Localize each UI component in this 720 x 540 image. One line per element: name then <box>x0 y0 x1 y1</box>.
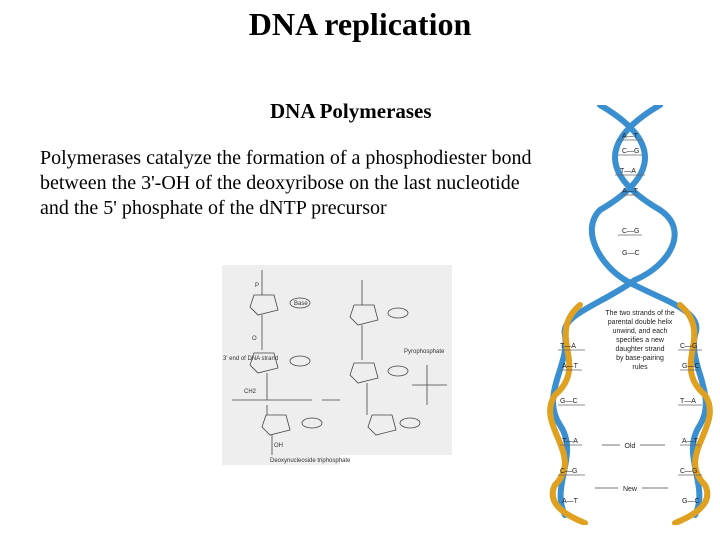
body-line: between the 3'-OH of the deoxyribose on … <box>40 172 520 194</box>
caption-line: parental double helix <box>608 319 673 326</box>
caption-line: daughter strand <box>615 346 664 353</box>
body-line: and the 5' phosphate of the dNTP precurs… <box>40 197 387 219</box>
base-pair-label: T—A <box>680 398 696 405</box>
chem-label: 3' end of DNA strand <box>223 356 278 362</box>
base-pair-label: C—G <box>622 228 640 235</box>
section-subtitle: DNA Polymerases <box>270 99 432 123</box>
body-line: Polymerases catalyze the formation of a … <box>40 147 532 169</box>
phosphodiester-reaction-figure: P O CH2 Base OH 3' end of DNA strand Pyr… <box>222 265 452 465</box>
base-pair-label: A—T <box>622 133 639 140</box>
new-strand-label: New <box>623 486 638 493</box>
base-pair-label: G—C <box>682 363 700 370</box>
base-pair-label: T—A <box>562 438 578 445</box>
caption-line: The two strands of the <box>605 310 674 317</box>
chem-label: P <box>255 283 259 289</box>
base-pair-label: T—A <box>560 343 576 350</box>
caption-line: unwind, and each <box>613 328 668 335</box>
base-pair-label: G—C <box>682 498 700 505</box>
page-title: DNA replication <box>248 6 472 42</box>
base-pair-label: C—G <box>680 343 698 350</box>
base-pair-label: A—T <box>622 188 639 195</box>
base-pair-label: A—T <box>562 498 579 505</box>
base-pair-label: G—C <box>560 398 578 405</box>
dna-helix-figure: A—T C—G T—A A—T C—G G—C T—A A—T G—C T—A … <box>540 102 720 526</box>
old-strand-label: Old <box>625 443 636 450</box>
base-pair-label: T—A <box>620 168 636 175</box>
helix-diagram: A—T C—G T—A A—T C—G G—C T—A A—T G—C T—A … <box>547 102 713 526</box>
chem-label: Deoxynucleoside triphosphate <box>270 458 351 464</box>
caption-line: by base-pairing <box>616 355 664 362</box>
base-pair-label: C—G <box>560 468 578 475</box>
chem-label: OH <box>274 443 283 449</box>
base-pair-label: C—G <box>622 148 640 155</box>
chem-label: Pyrophosphate <box>404 349 445 355</box>
chem-label: O <box>252 336 257 342</box>
reaction-diagram: P O CH2 Base OH 3' end of DNA strand Pyr… <box>222 265 452 465</box>
caption-line: rules <box>632 364 648 371</box>
base-pair-label: A—T <box>562 363 579 370</box>
base-pair-label: A—T <box>682 438 699 445</box>
caption-line: specifies a new <box>616 337 665 344</box>
body-paragraph: Polymerases catalyze the formation of a … <box>40 146 640 221</box>
base-pair-label: C—G <box>680 468 698 475</box>
chem-label: CH2 <box>244 389 257 395</box>
chem-label: Base <box>294 301 308 307</box>
base-pair-label: G—C <box>622 250 640 257</box>
